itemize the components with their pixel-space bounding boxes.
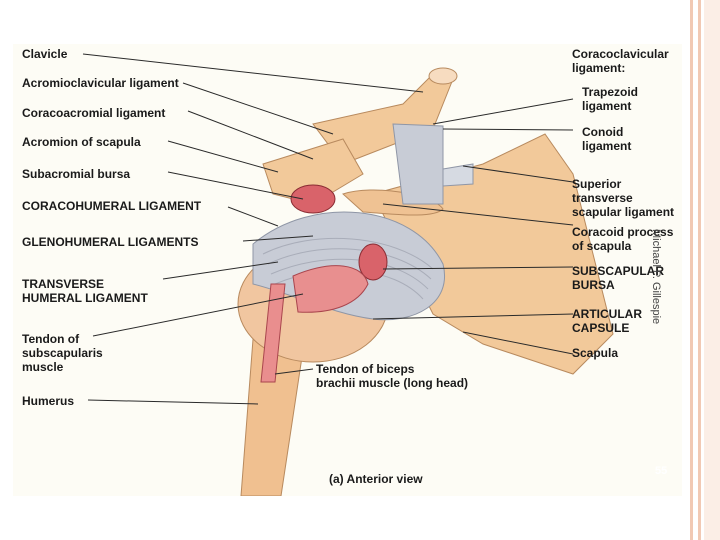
frame-band — [704, 0, 720, 540]
frame-line-2 — [698, 0, 701, 540]
label-coracoclavicular-ligament: Coracoclavicular ligament: — [572, 47, 669, 75]
label-glenohumeral-ligaments: GLENOHUMERAL LIGAMENTS — [22, 235, 199, 249]
slide-frame-right — [690, 0, 720, 540]
label-subscapular-bursa: SUBSCAPULAR BURSA — [572, 264, 665, 292]
subscapular-bursa-shape — [358, 243, 388, 281]
clavicle-end — [428, 67, 458, 85]
biceps-tendon-shape — [260, 283, 286, 383]
shoulder-joint-figure: Clavicle Acromioclavicular ligament Cora… — [13, 44, 682, 496]
frame-line-1 — [690, 0, 693, 540]
label-superior-transverse-scapular-ligament: Superior transverse scapular ligament — [572, 177, 675, 219]
label-coracohumeral-ligament: CORACOHUMERAL LIGAMENT — [22, 199, 202, 213]
coracoclavicular-ligament-shape — [392, 123, 444, 205]
label-tendon-of-subscapularis: Tendon of subscapularis muscle — [22, 332, 103, 374]
label-conoid-ligament: Conoid ligament — [582, 125, 632, 153]
label-acromioclavicular-ligament: Acromioclavicular ligament — [22, 76, 179, 90]
figure-caption: (a) Anterior view — [329, 472, 423, 486]
shoulder-illustration — [82, 53, 614, 496]
page-number: 55 — [655, 465, 668, 477]
label-transverse-humeral-ligament: TRANSVERSE HUMERAL LIGAMENT — [22, 277, 148, 305]
author-credit: Michael P. Gillespie — [650, 229, 662, 325]
subscapularis-tendon-shape — [292, 265, 369, 313]
label-tendon-of-biceps: Tendon of biceps brachii muscle (long he… — [316, 362, 469, 390]
label-trapezoid-ligament: Trapezoid ligament — [582, 85, 639, 113]
label-clavicle: Clavicle — [22, 47, 68, 61]
acromion-shape — [262, 138, 364, 205]
label-articular-capsule: ARTICULAR CAPSULE — [572, 307, 642, 335]
label-scapula: Scapula — [572, 346, 619, 360]
leader-lines — [82, 53, 574, 405]
label-coracoacromial-ligament: Coracoacromial ligament — [22, 106, 166, 120]
label-acromion-of-scapula: Acromion of scapula — [22, 135, 141, 149]
label-subacromial-bursa: Subacromial bursa — [22, 167, 131, 181]
label-humerus: Humerus — [22, 394, 75, 408]
superior-transverse-ligament-shape — [442, 163, 474, 187]
subacromial-bursa-shape — [290, 184, 336, 214]
label-coracoid-process: Coracoid process of scapula — [572, 225, 674, 253]
